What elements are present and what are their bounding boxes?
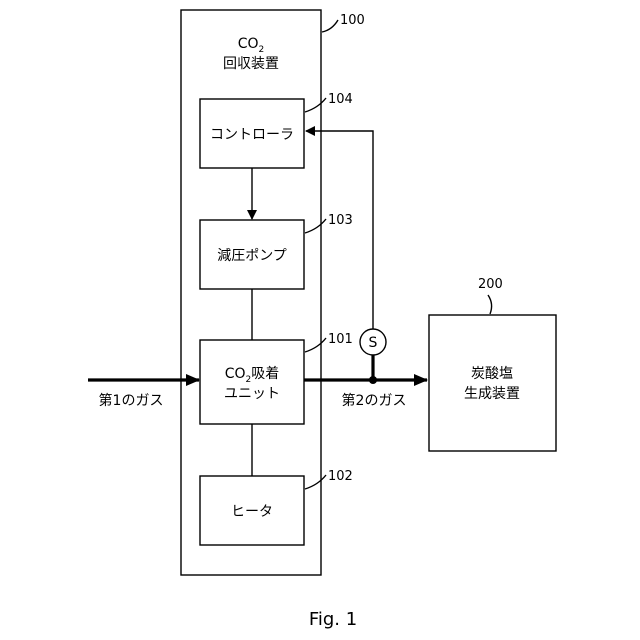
sensor-label: S: [369, 335, 378, 351]
apparatus-ref-leader: [322, 20, 338, 32]
apparatus-title-line2: 回収装置: [223, 56, 279, 72]
controller-label: コントローラ: [210, 127, 294, 143]
carbonate-ref-leader: [488, 295, 492, 314]
vacuum-pump-label: 減圧ポンプ: [217, 247, 287, 264]
carbonate-device-label-line1: 炭酸塩: [471, 366, 513, 382]
second-gas-label: 第2のガス: [342, 392, 407, 409]
unit-ref-number: 101: [328, 332, 353, 347]
adsorption-unit-label-line2: ユニット: [224, 386, 280, 402]
heater-label: ヒータ: [231, 504, 273, 520]
first-gas-label: 第1のガス: [99, 392, 164, 409]
carbonate-device-label-line2: 生成装置: [464, 386, 520, 402]
sensor-junction-dot: [369, 376, 377, 384]
co2-adsorption-unit-box: [200, 340, 304, 424]
carbonate-generation-device-box: [429, 315, 556, 451]
figure-caption: Fig. 1: [309, 609, 357, 630]
apparatus-ref-number: 100: [340, 13, 365, 28]
pump-ref-number: 103: [328, 213, 353, 228]
carbonate-ref-number: 200: [478, 277, 503, 292]
controller-ref-number: 104: [328, 92, 353, 107]
heater-ref-number: 102: [328, 469, 353, 484]
